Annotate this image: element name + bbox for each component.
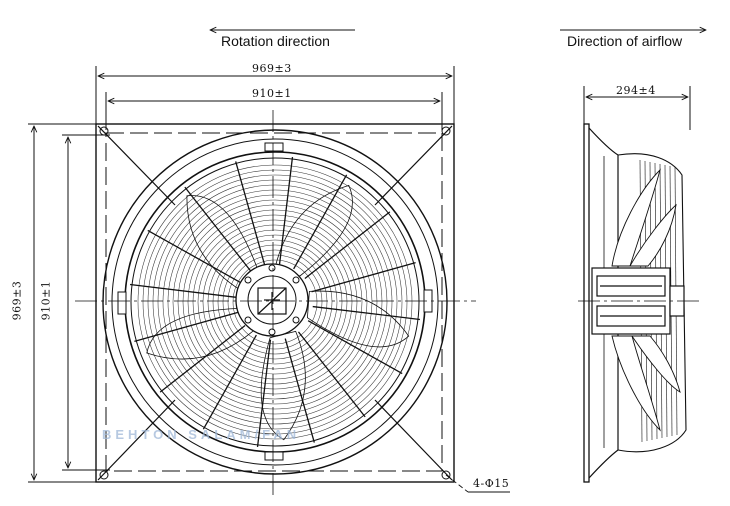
- guard-spoke: [297, 331, 366, 418]
- guard-spoke: [159, 324, 246, 393]
- venturi-outer-ring: [102, 129, 448, 475]
- guard-wire-ring: [182, 209, 368, 395]
- venturi-inner-ring: [111, 138, 439, 466]
- airflow-direction-label: Direction of airflow: [567, 33, 683, 49]
- guard-wire-ring: [192, 219, 358, 385]
- outer-height-label: 969±3: [10, 280, 24, 321]
- hub-inner: [247, 275, 297, 325]
- outer-width-label: 969±3: [252, 62, 292, 75]
- outer-width-dimension-line: [95, 66, 455, 124]
- guard-wire-ring: [147, 174, 403, 430]
- inner-height-label: 910±1: [39, 280, 53, 321]
- guard-wire-ring: [217, 244, 333, 360]
- corner-struts: [97, 125, 453, 481]
- guard-spoke: [235, 161, 266, 266]
- mounting-holes-label: 4-Φ15: [473, 477, 510, 490]
- fan-blade: [260, 330, 306, 441]
- guard-spoke: [147, 229, 243, 284]
- mounting-holes: [99, 126, 451, 480]
- side-blades: [611, 168, 681, 432]
- guard-wire-ring: [157, 184, 393, 420]
- guard-wire-ring: [172, 199, 378, 405]
- outer-frame: [95, 123, 455, 483]
- guard-spoke: [129, 283, 238, 299]
- guard-wire-ring: [167, 194, 383, 410]
- guard-wire-ring: [197, 224, 353, 380]
- front-view: [28, 66, 510, 498]
- guard-clamps: [117, 142, 433, 461]
- fan-blade: [275, 184, 353, 277]
- fan-blade: [146, 307, 254, 360]
- guard-spoke: [284, 338, 315, 443]
- finger-guard-wires: [137, 164, 413, 440]
- guard-spoke: [134, 311, 239, 342]
- outer-height-dimension-line: [28, 123, 100, 483]
- guard-wire-ring: [222, 249, 328, 355]
- fan-blade: [306, 290, 410, 348]
- guard-wire-ring: [152, 179, 398, 425]
- guard-spoke: [293, 174, 348, 270]
- guard-spoke: [184, 186, 253, 273]
- hub-bolts: [244, 264, 300, 336]
- hole-leader-line: [445, 474, 510, 493]
- center-lines: [75, 110, 476, 498]
- guard-wire-ring: [162, 189, 388, 415]
- guard-spoke: [311, 262, 416, 293]
- guard-spoke: [202, 334, 257, 430]
- guard-spoke: [278, 156, 294, 265]
- guard-spoke: [312, 305, 421, 321]
- guard-wire-ring: [137, 164, 413, 440]
- guard-spoke: [304, 211, 391, 280]
- inner-width-label: 910±1: [252, 87, 292, 100]
- guard-wire-ring: [187, 214, 363, 390]
- side-view: [578, 86, 700, 483]
- guard-wire-ring: [177, 204, 373, 400]
- guard-wire-ring: [232, 259, 318, 345]
- watermark: BEHTON SALAM/FAN: [102, 427, 301, 442]
- inner-frame-dashed: [105, 132, 443, 472]
- guard-wire-ring: [227, 254, 323, 350]
- guard-spokes: [129, 156, 421, 448]
- guard-wire-ring: [212, 239, 338, 365]
- guard-wire-ring: [142, 169, 408, 435]
- guard-ring: [130, 157, 420, 447]
- guard-wire-ring: [202, 229, 348, 375]
- rotation-direction-label: Rotation direction: [221, 33, 330, 49]
- guard-spoke: [256, 339, 272, 448]
- side-mounting-plate: [583, 123, 590, 483]
- depth-label: 294±4: [616, 84, 656, 97]
- guard-spoke: [307, 320, 403, 375]
- guard-wire-ring: [207, 234, 343, 370]
- depth-dimension-line: [583, 86, 691, 130]
